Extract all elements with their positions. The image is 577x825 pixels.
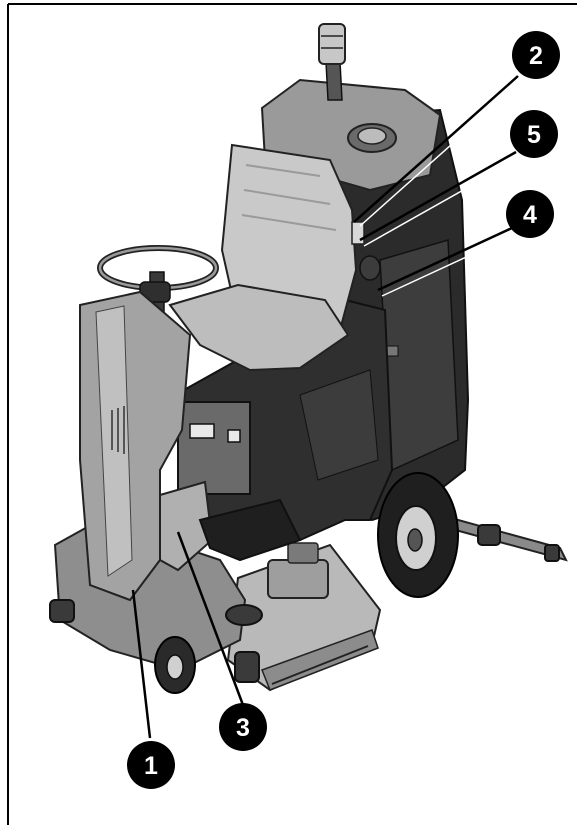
callout-3: 3 (219, 703, 267, 751)
front-column-vents (111, 406, 125, 454)
callout-4-label: 4 (523, 201, 537, 229)
leader-line-4a (377, 226, 513, 292)
deck-rail (271, 645, 369, 685)
leader-lines (131, 75, 525, 739)
squeegee-caster-right (544, 544, 560, 562)
brush-motor (267, 559, 329, 599)
leader-line-1 (131, 589, 152, 739)
leader-line-4b (381, 233, 517, 297)
brush-deck-skirt (261, 629, 379, 691)
callout-2-circle (512, 31, 560, 79)
front-bumper-roller-left (49, 599, 75, 623)
seat-lever (351, 221, 365, 245)
panel-switch-2 (227, 429, 241, 443)
footrest (198, 498, 302, 562)
leader-line-2a (353, 75, 519, 223)
scrubber-dryer-machine-illustration (49, 23, 568, 694)
callout-2: 2 (512, 31, 560, 79)
leader-line-3 (176, 531, 245, 706)
rear-wheel-hub-center (407, 528, 423, 552)
fill-cap-inner (357, 127, 387, 145)
callout-1: 1 (127, 741, 175, 789)
callout-5-label: 5 (527, 121, 541, 149)
callout-1-circle (127, 741, 175, 789)
seat-back-ridges (241, 164, 337, 231)
front-column-highlight (95, 305, 133, 577)
callout-3-label: 3 (236, 714, 250, 742)
squeegee-caster (477, 524, 501, 546)
leader-line-5a (359, 150, 517, 242)
accelerator-pedal (159, 480, 214, 572)
callout-5: 5 (510, 110, 558, 158)
panel-switch-1 (189, 423, 215, 439)
seat-knob (359, 255, 381, 281)
deck-roller (225, 604, 263, 626)
front-bumper-roller-right (234, 651, 260, 683)
brush-motor-top (287, 542, 319, 564)
callout-2-label: 2 (529, 42, 543, 70)
callout-4-circle (506, 190, 554, 238)
seat-cushion (168, 283, 350, 372)
callout-5-circle (510, 110, 558, 158)
callout-1-label: 1 (144, 752, 158, 780)
side-control-panel (177, 401, 251, 495)
front-caster-hub (166, 654, 184, 680)
callout-3-circle (219, 703, 267, 751)
leader-line-2b (359, 79, 525, 227)
leader-line-5b (363, 157, 521, 247)
callout-4: 4 (506, 190, 554, 238)
side-body-highlight (299, 369, 379, 481)
hose-stem (325, 61, 343, 101)
hose-connector (318, 23, 346, 65)
